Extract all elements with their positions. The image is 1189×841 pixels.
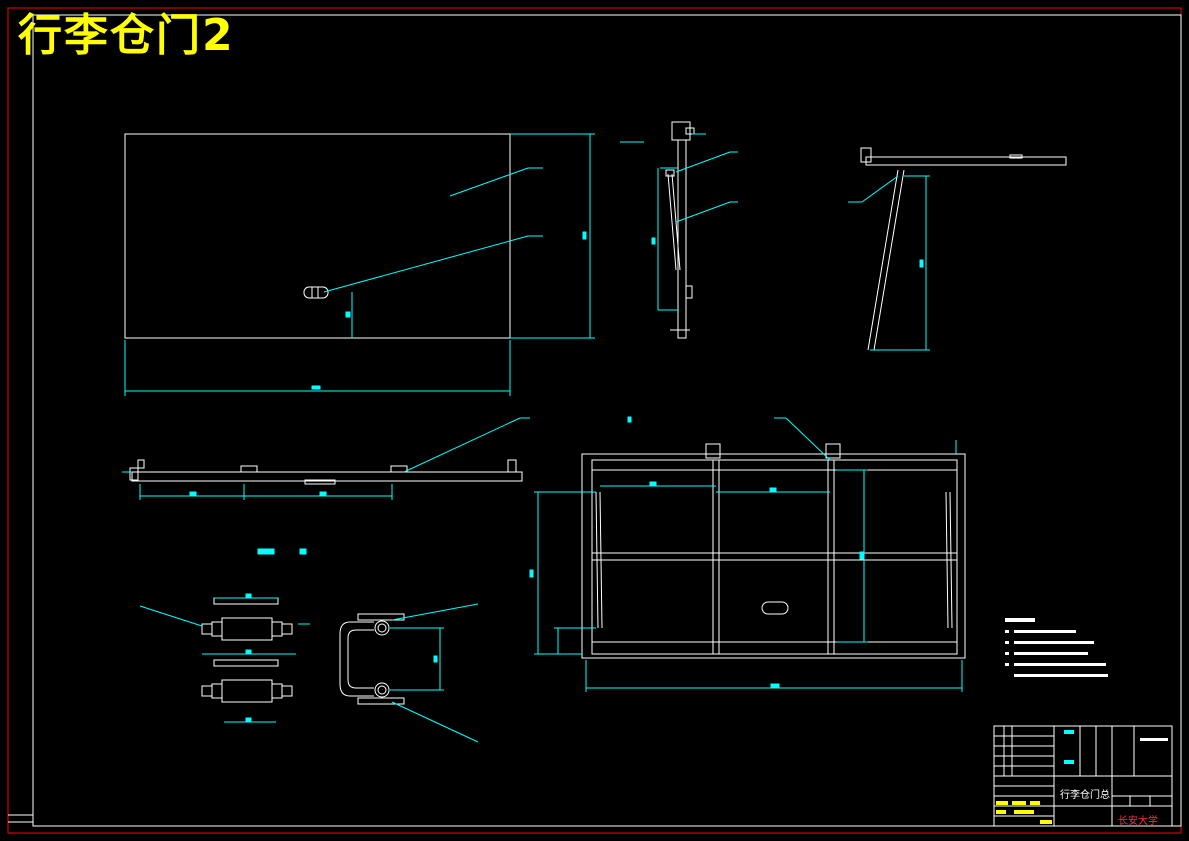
detail-hinge <box>201 597 293 703</box>
rear-view-frame <box>581 443 966 659</box>
rear-view-dimensions <box>529 416 963 692</box>
side-view-closed <box>665 121 695 339</box>
top-view-strip <box>129 459 523 485</box>
side-view-open <box>860 147 1067 351</box>
title-block-school: 长安大学 <box>1118 816 1158 827</box>
title-block-fills <box>996 730 1168 824</box>
front-view-door-panel <box>124 133 511 339</box>
drawing-title: 行李仓门2 <box>18 10 235 61</box>
detail-handle <box>339 613 405 705</box>
detail-handle-dimensions <box>390 603 479 743</box>
title-block-part-name: 行李仓门总 <box>1060 790 1110 801</box>
top-view-dimensions <box>122 417 530 500</box>
title-block <box>993 725 1173 827</box>
drawing-frame <box>7 7 1182 834</box>
side-view-open-dimensions <box>848 175 930 351</box>
front-view-dimensions <box>124 133 595 396</box>
technical-notes <box>1005 618 1108 677</box>
detail-hinge-dimensions <box>139 548 310 723</box>
side-view-dimensions <box>620 133 738 311</box>
